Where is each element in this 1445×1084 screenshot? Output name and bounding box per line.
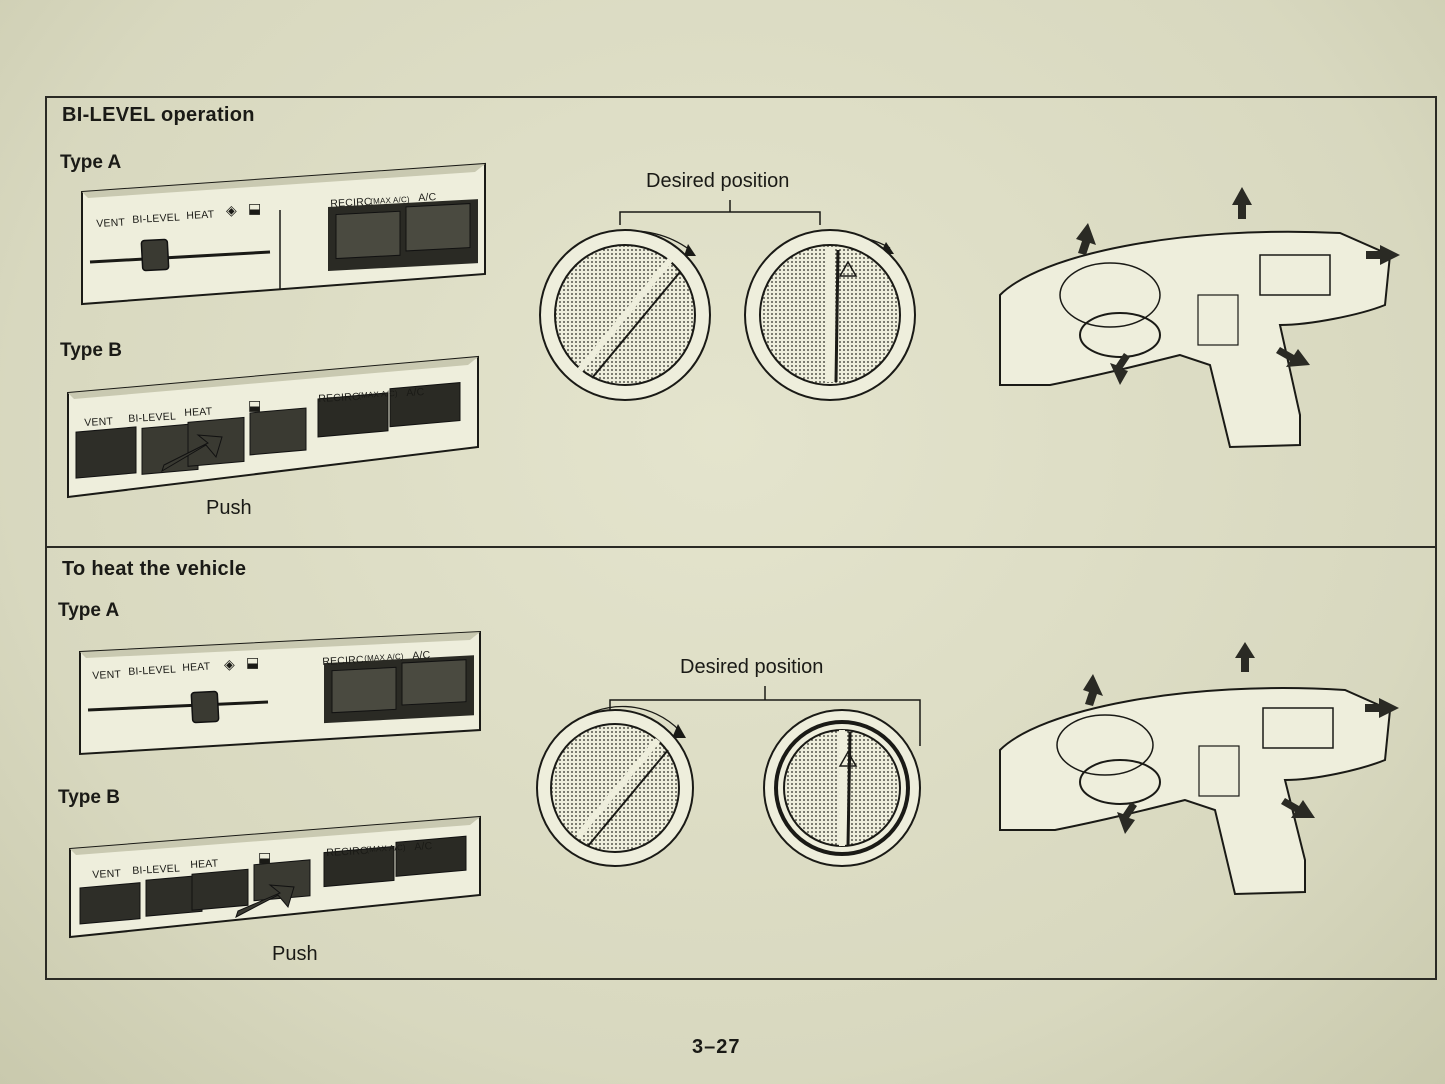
type-a-label: Type A: [58, 600, 120, 621]
recirc-label: RECIRC: [318, 390, 361, 405]
airflow-arrow-icon: [1076, 187, 1400, 385]
bilevel-label: BI-LEVEL: [128, 410, 177, 425]
rear-defogger-icon: ⬓: [246, 654, 260, 670]
bilevel-label: BI-LEVEL: [132, 211, 181, 226]
defrost-icon: ◈: [224, 656, 235, 672]
control-panel-type-a: VENT BI-LEVEL HEAT ◈ ⬓ RECIRC (MAX A/C) …: [80, 162, 486, 306]
recirc-label: RECIRC: [330, 195, 373, 210]
page-number: 3–27: [692, 1036, 741, 1058]
vent-label: VENT: [84, 415, 114, 429]
ac-label: A/C: [412, 649, 431, 662]
section-divider: [45, 546, 1437, 548]
heat-label: HEAT: [182, 660, 211, 674]
ac-label: A/C: [406, 386, 425, 399]
rear-defogger-icon: ⬓: [248, 397, 262, 413]
vent-label: VENT: [92, 668, 122, 682]
ac-label: A/C: [418, 191, 437, 204]
knob-pair: [530, 686, 930, 881]
recirc-label: RECIRC: [326, 844, 369, 859]
rear-defogger-icon: ⬓: [258, 849, 272, 865]
airflow-arrow-icon: [1083, 642, 1399, 834]
type-b-label: Type B: [58, 787, 120, 808]
recirc-label: RECIRC: [322, 653, 365, 668]
vent-label: VENT: [96, 216, 126, 230]
control-panel-type-a: VENT BI-LEVEL HEAT ◈ ⬓ RECIRC (MAX A/C) …: [78, 630, 481, 765]
heat-label: HEAT: [190, 857, 219, 871]
push-label: Push: [272, 943, 318, 965]
desired-position-label: Desired position: [680, 656, 824, 678]
type-b-label: Type B: [60, 340, 122, 361]
dashboard-airflow-illustration: [980, 185, 1420, 470]
control-panel-type-b: VENT BI-LEVEL HEAT ⬓ RECIRC (MAX A/C) A/…: [68, 815, 481, 950]
dashboard-airflow-illustration: [985, 640, 1415, 915]
section-heading-heat: To heat the vehicle: [62, 558, 247, 580]
bilevel-label: BI-LEVEL: [132, 862, 181, 877]
heat-label: HEAT: [186, 208, 215, 222]
push-label: Push: [206, 497, 252, 519]
rear-defogger-icon: ⬓: [248, 200, 262, 216]
vent-label: VENT: [92, 867, 122, 881]
bilevel-label: BI-LEVEL: [128, 663, 177, 678]
section-heading-bilevel: BI-LEVEL operation: [62, 104, 255, 126]
content-frame: [45, 96, 1437, 980]
type-a-label: Type A: [60, 152, 122, 173]
heat-label: HEAT: [184, 405, 213, 419]
knob-pair: [530, 200, 930, 435]
ac-label: A/C: [414, 840, 433, 853]
control-panel-type-b: VENT BI-LEVEL HEAT ⬓ RECIRC (MAX A/C) A/…: [66, 355, 479, 499]
defrost-icon: ◈: [226, 202, 237, 218]
desired-position-label: Desired position: [646, 170, 790, 192]
